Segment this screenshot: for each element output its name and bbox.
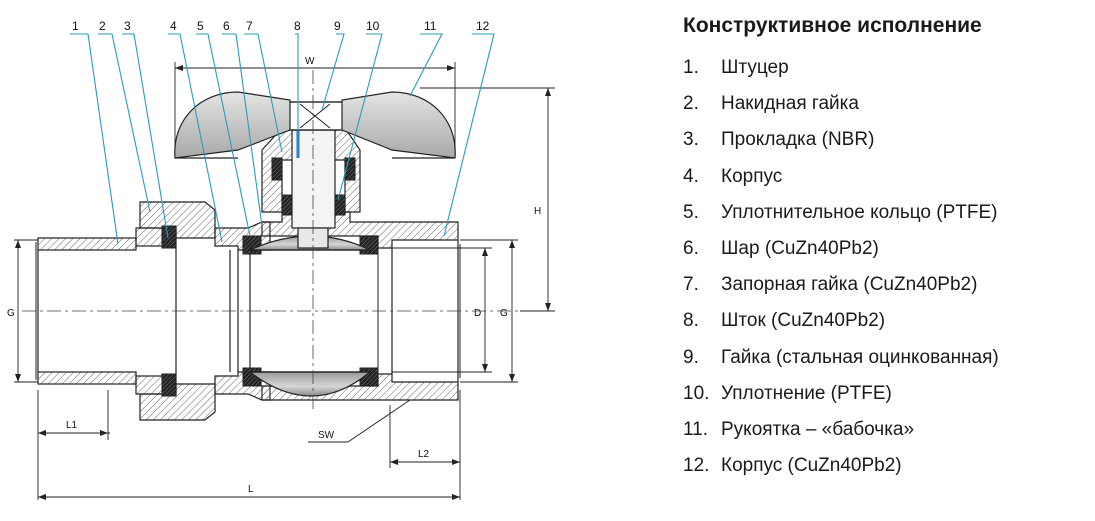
callout-2: 2 [99, 19, 106, 33]
stem-assembly [261, 101, 361, 249]
legend-item: 9. Гайка (стальная оцинкованная) [683, 340, 1088, 376]
parts-legend: Конструктивное исполнение 1. Штуцер 2. Нак… [683, 14, 1088, 484]
legend-item: 5. Уплотнительное кольцо (PTFE) [683, 195, 1088, 231]
legend-title: Конструктивное исполнение [683, 14, 982, 37]
callout-8: 8 [294, 19, 301, 33]
callout-7: 7 [246, 19, 253, 33]
ball [248, 235, 372, 397]
dim-l1-label: L1 [66, 420, 78, 431]
legend-item-text: Корпус (CuZn40Pb2) [721, 455, 902, 477]
legend-item: 7. Запорная гайка (CuZn40Pb2) [683, 267, 1088, 303]
legend-item-text: Гайка (стальная оцинкованная) [721, 346, 999, 368]
dim-g-right-label: G [500, 308, 508, 319]
legend-item-text: Уплотнение (PTFE) [721, 382, 892, 404]
legend-item-text: Штуцер [721, 57, 789, 78]
dim-l2-label: L2 [418, 449, 430, 460]
callout-numbers: 1 2 3 4 5 6 7 8 9 10 11 12 [72, 19, 490, 33]
callout-1: 1 [72, 19, 79, 33]
legend-item: 12. Корпус (CuZn40Pb2) [683, 448, 1088, 484]
legend-item-text: Уплотнительное кольцо (PTFE) [721, 201, 998, 223]
dim-l-label: L [248, 484, 254, 495]
legend-item-number: 10. [683, 382, 710, 404]
legend-item-text: Шар (CuZn40Pb2) [721, 237, 879, 259]
callout-12: 12 [476, 19, 490, 33]
legend-item: 3. Прокладка (NBR) [683, 122, 1088, 158]
callout-9: 9 [334, 19, 341, 33]
callout-10: 10 [366, 19, 380, 33]
callout-11: 11 [424, 19, 437, 33]
legend-list: 1. Штуцер 2. Накидная гайка 3. Прокладка (N… [683, 50, 1088, 484]
legend-item-text: Рукоятка – «бабочка» [721, 418, 915, 440]
legend-item: 11. Рукоятка – «бабочка» [683, 412, 1088, 448]
union-nut [139, 201, 216, 421]
legend-item-number: 4. [683, 165, 699, 187]
legend-item-text: Корпус [721, 165, 783, 187]
legend-item-text: Запорная гайка (CuZn40Pb2) [721, 274, 978, 296]
legend-item-number: 6. [683, 237, 699, 259]
dimension-lines [14, 62, 555, 500]
ball-valve-drawing: W H G G D SW L1 L2 L 1 2 3 4 5 6 7 8 9 1… [7, 19, 555, 500]
dim-sw-label: SW [318, 430, 335, 441]
dim-g-left-label: G [7, 308, 15, 319]
callout-4: 4 [170, 19, 177, 33]
legend-item: 6. Шар (CuZn40Pb2) [683, 231, 1088, 267]
legend-item-text: Прокладка (NBR) [721, 129, 875, 151]
dim-h-label: H [534, 206, 541, 217]
dim-d-label: D [474, 308, 481, 319]
legend-item-number: 3. [683, 129, 699, 151]
legend-item-number: 12. [683, 455, 710, 477]
legend-item-number: 2. [683, 93, 699, 115]
legend-item-number: 7. [683, 274, 699, 296]
dim-w-label: W [305, 56, 315, 67]
legend-item-number: 9. [683, 346, 699, 368]
legend-item-number: 5. [683, 201, 699, 223]
legend-item-number: 11. [683, 418, 709, 440]
legend-item: 2. Накидная гайка [683, 86, 1088, 122]
legend-item: 8. Шток (CuZn40Pb2) [683, 303, 1088, 339]
butterfly-handle [174, 91, 456, 159]
center-lines [22, 70, 520, 412]
legend-item-number: 8. [683, 310, 699, 332]
legend-item-number: 1. [683, 57, 699, 78]
legend-item: 4. Корпус [683, 159, 1088, 195]
legend-item-text: Накидная гайка [721, 93, 859, 115]
callout-3: 3 [124, 19, 131, 33]
legend-item: 10. Уплотнение (PTFE) [683, 376, 1088, 412]
callout-5: 5 [197, 19, 204, 33]
callout-6: 6 [223, 19, 230, 33]
callout-leaders [70, 33, 495, 245]
legend-item: 1. Штуцер [683, 50, 1088, 86]
legend-item-text: Шток (CuZn40Pb2) [721, 310, 886, 332]
dimension-arrows [15, 65, 551, 500]
